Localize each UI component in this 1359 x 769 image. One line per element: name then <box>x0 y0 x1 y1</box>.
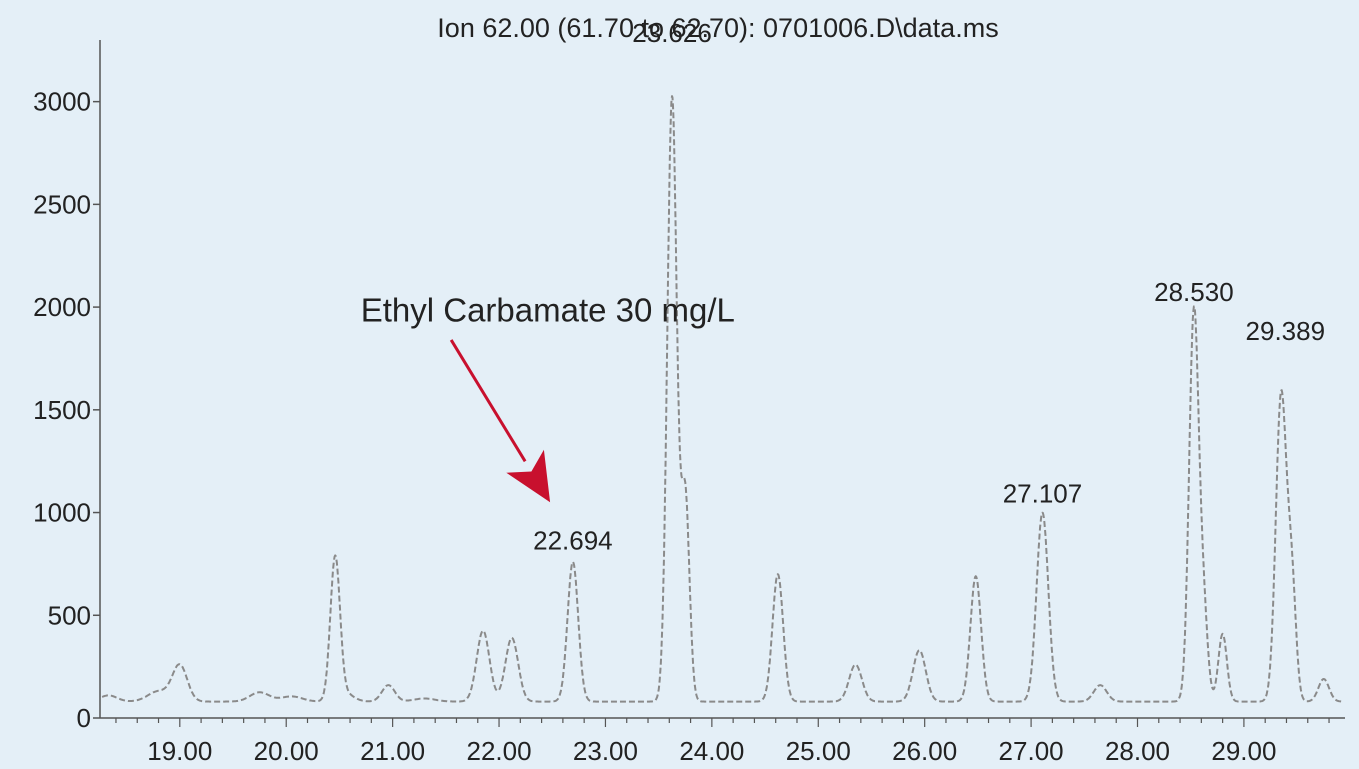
x-tick-label: 28.00 <box>1105 736 1170 764</box>
y-tick-label: 2000 <box>33 292 91 322</box>
x-tick-label: 22.00 <box>466 736 531 764</box>
annotation-arrow-head <box>506 449 551 503</box>
y-tick-label: 3000 <box>33 87 91 117</box>
peak-label: 22.694 <box>533 526 613 556</box>
x-tick-label: 26.00 <box>892 736 957 764</box>
y-tick-label: 1000 <box>33 498 91 528</box>
x-tick-label: 20.00 <box>254 736 319 764</box>
peak-label: 23.626 <box>632 18 712 48</box>
x-tick-label: 23.00 <box>573 736 638 764</box>
x-tick-label: 25.00 <box>786 736 851 764</box>
y-tick-label: 1500 <box>33 395 91 425</box>
chart-title: Ion 62.00 (61.70 to 62.70): 0701006.D\da… <box>437 13 998 43</box>
annotation-text: Ethyl Carbamate 30 mg/L <box>361 291 735 328</box>
x-tick-label: 21.00 <box>360 736 425 764</box>
y-tick-label: 0 <box>77 703 91 733</box>
peak-label: 29.389 <box>1246 316 1326 346</box>
y-tick-label: 500 <box>48 600 91 630</box>
peak-label: 27.107 <box>1003 478 1083 508</box>
y-tick-label: 2500 <box>33 189 91 219</box>
x-tick-label: 29.00 <box>1211 736 1276 764</box>
peak-label: 28.530 <box>1154 277 1234 307</box>
x-tick-label: 24.00 <box>679 736 744 764</box>
ion-trace-line <box>101 95 1344 703</box>
x-tick-label: 19.00 <box>147 736 212 764</box>
x-tick-label: 27.00 <box>999 736 1064 764</box>
annotation-arrow-line <box>449 339 527 463</box>
